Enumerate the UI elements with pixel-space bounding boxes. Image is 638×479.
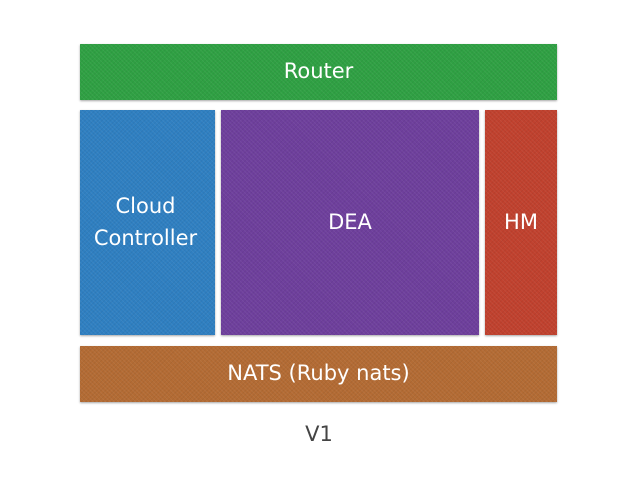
dea-block: DEA (221, 110, 479, 335)
cloud-controller-label: Cloud Controller (94, 191, 201, 254)
cloud-controller-label-line2: Controller (93, 225, 198, 250)
nats-label: NATS (Ruby nats) (227, 361, 410, 386)
cloud-controller-block: Cloud Controller (80, 110, 215, 335)
cloud-controller-label-line1: Cloud (115, 194, 176, 218)
hm-label: HM (504, 209, 538, 234)
dea-label: DEA (328, 209, 372, 234)
hm-block: HM (485, 110, 557, 335)
nats-block: NATS (Ruby nats) (80, 346, 557, 402)
router-block: Router (80, 44, 557, 100)
router-label: Router (283, 59, 354, 84)
diagram-caption: V1 (305, 422, 333, 446)
